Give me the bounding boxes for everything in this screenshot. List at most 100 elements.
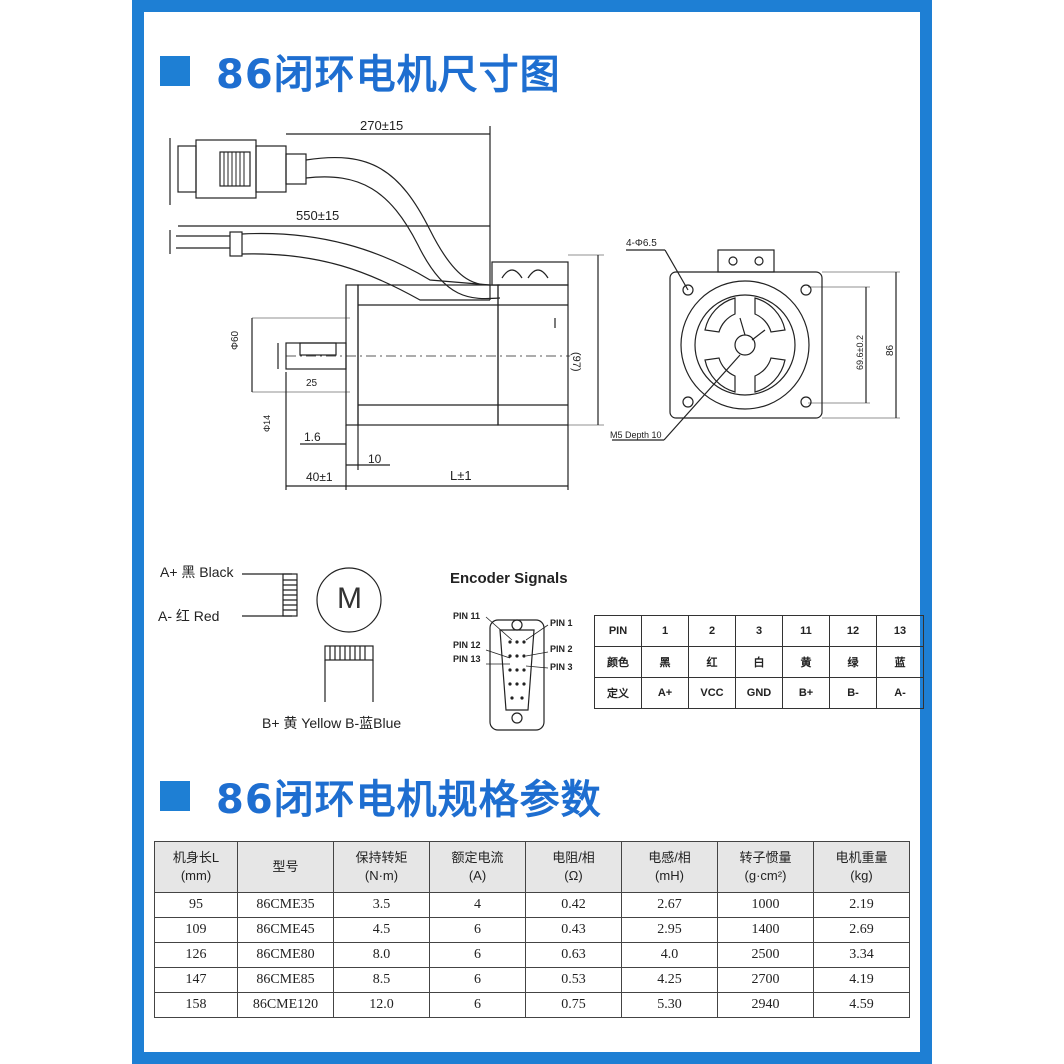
header-text: 电阻/相	[552, 850, 595, 865]
table-cell: 2700	[717, 967, 814, 993]
thread-label: M5 Depth 10	[610, 430, 662, 440]
pin-13-label: PIN 13	[453, 654, 481, 664]
pin-11-label: PIN 11	[453, 611, 481, 621]
header-resistance: 电阻/相 (Ω)	[525, 841, 622, 893]
front-view-pilot	[680, 280, 810, 410]
header-text: (N·m)	[364, 868, 399, 883]
header-text: (g·cm²)	[744, 868, 787, 883]
table-cell: B-	[829, 677, 877, 709]
frame-border-left	[132, 0, 144, 1064]
header-text: (Ω)	[564, 868, 583, 883]
pin-12-label: PIN 12	[453, 640, 481, 650]
flat-length-label: 25	[306, 378, 318, 389]
motor-symbol: M	[337, 582, 362, 615]
coil-b-leads	[324, 660, 374, 702]
table-cell: 2500	[717, 942, 814, 968]
table-cell: 4.19	[813, 967, 910, 993]
table-cell: 6	[429, 942, 526, 968]
table-cell: 白	[735, 646, 783, 678]
pitch-label: 69.6±0.2	[855, 335, 865, 370]
header-text: (mH)	[655, 868, 684, 883]
motor-symbol-circle	[316, 567, 382, 633]
db15-connector-face	[499, 629, 535, 711]
table-cell: 2940	[717, 992, 814, 1018]
table-cell: 5.30	[621, 992, 718, 1018]
motor-flange	[345, 284, 359, 426]
table-cell: 蓝	[876, 646, 924, 678]
table-cell: 2.67	[621, 892, 718, 918]
table-cell: 4.5	[333, 917, 430, 943]
table-cell: 黑	[641, 646, 689, 678]
table-cell: 4.0	[621, 942, 718, 968]
table-cell: 4.25	[621, 967, 718, 993]
frame-border-bottom	[132, 1052, 932, 1064]
table-cell: 3	[735, 615, 783, 647]
specs-heading-text: 86闭环电机规格参数	[216, 777, 602, 823]
table-cell: 158	[154, 992, 238, 1018]
table-cell: 2.69	[813, 917, 910, 943]
header-length: 机身长L(mm)	[154, 841, 238, 893]
dimensions-heading: 86闭环电机尺寸图	[160, 42, 561, 100]
motor-body	[357, 284, 499, 426]
header-text: 额定电流	[451, 850, 504, 865]
table-cell: 4	[429, 892, 526, 918]
table-cell: 3.5	[333, 892, 430, 918]
db-connector-body	[195, 139, 257, 199]
table-cell: VCC	[688, 677, 736, 709]
table-cell: 12.0	[333, 992, 430, 1018]
header-text: 保持转矩	[355, 850, 408, 865]
shaft-dia2-label: Φ14	[262, 414, 272, 432]
pin-1-label: PIN 1	[550, 618, 573, 628]
dim-10: 10	[368, 452, 382, 466]
header-weight: 电机重量(kg)	[813, 841, 910, 893]
table-cell: 86CME35	[237, 892, 334, 918]
front-view-connector	[717, 249, 775, 273]
table-cell: 0.43	[525, 917, 622, 943]
pin-2-label: PIN 2	[550, 644, 573, 654]
table-cell: 86CME85	[237, 967, 334, 993]
table-cell: 12	[829, 615, 877, 647]
hole-label: 4-Φ6.5	[626, 238, 657, 249]
dimensions-heading-text: 86闭环电机尺寸图	[216, 52, 561, 98]
table-cell: 8.5	[333, 967, 430, 993]
header-current: 额定电流(A)	[429, 841, 526, 893]
table-cell: 红	[688, 646, 736, 678]
table-cell: 86CME80	[237, 942, 334, 968]
table-cell: 11	[782, 615, 830, 647]
dim-97: (97)	[570, 352, 582, 372]
table-cell: 2.19	[813, 892, 910, 918]
dim-1-6: 1.6	[304, 430, 321, 444]
coil-b	[324, 645, 374, 661]
table-cell: B+	[782, 677, 830, 709]
table-cell: 109	[154, 917, 238, 943]
table-cell: GND	[735, 677, 783, 709]
table-cell: 绿	[829, 646, 877, 678]
table-cell: 黄	[782, 646, 830, 678]
connector-grip	[219, 151, 251, 187]
table-row: 定义 A+ VCC GND B+ B- A-	[594, 677, 924, 709]
table-cell: 95	[154, 892, 238, 918]
table-cell: A-	[876, 677, 924, 709]
cable-length-550: 550±15	[296, 208, 340, 223]
table-header-row: 机身长L(mm) 型号 保持转矩(N·m) 额定电流(A) 电阻/相(Ω) 电感…	[154, 841, 910, 893]
table-cell: A+	[641, 677, 689, 709]
table-cell: 定义	[594, 677, 642, 709]
table-cell: 13	[876, 615, 924, 647]
header-text: 型号	[272, 859, 299, 874]
shaft-dia-label: Φ60	[230, 330, 241, 350]
table-cell: 147	[154, 967, 238, 993]
table-cell: 6	[429, 992, 526, 1018]
table-cell: 86CME45	[237, 917, 334, 943]
wire-b-labels: B+ 黄 Yellow B-蓝Blue	[262, 715, 402, 731]
size-label: 86	[885, 344, 896, 356]
cable-length-270: 270±15	[360, 118, 404, 133]
dim-L: L±1	[450, 468, 472, 483]
table-cell: 0.53	[525, 967, 622, 993]
front-view-flange	[669, 271, 823, 419]
table-cell: 1400	[717, 917, 814, 943]
